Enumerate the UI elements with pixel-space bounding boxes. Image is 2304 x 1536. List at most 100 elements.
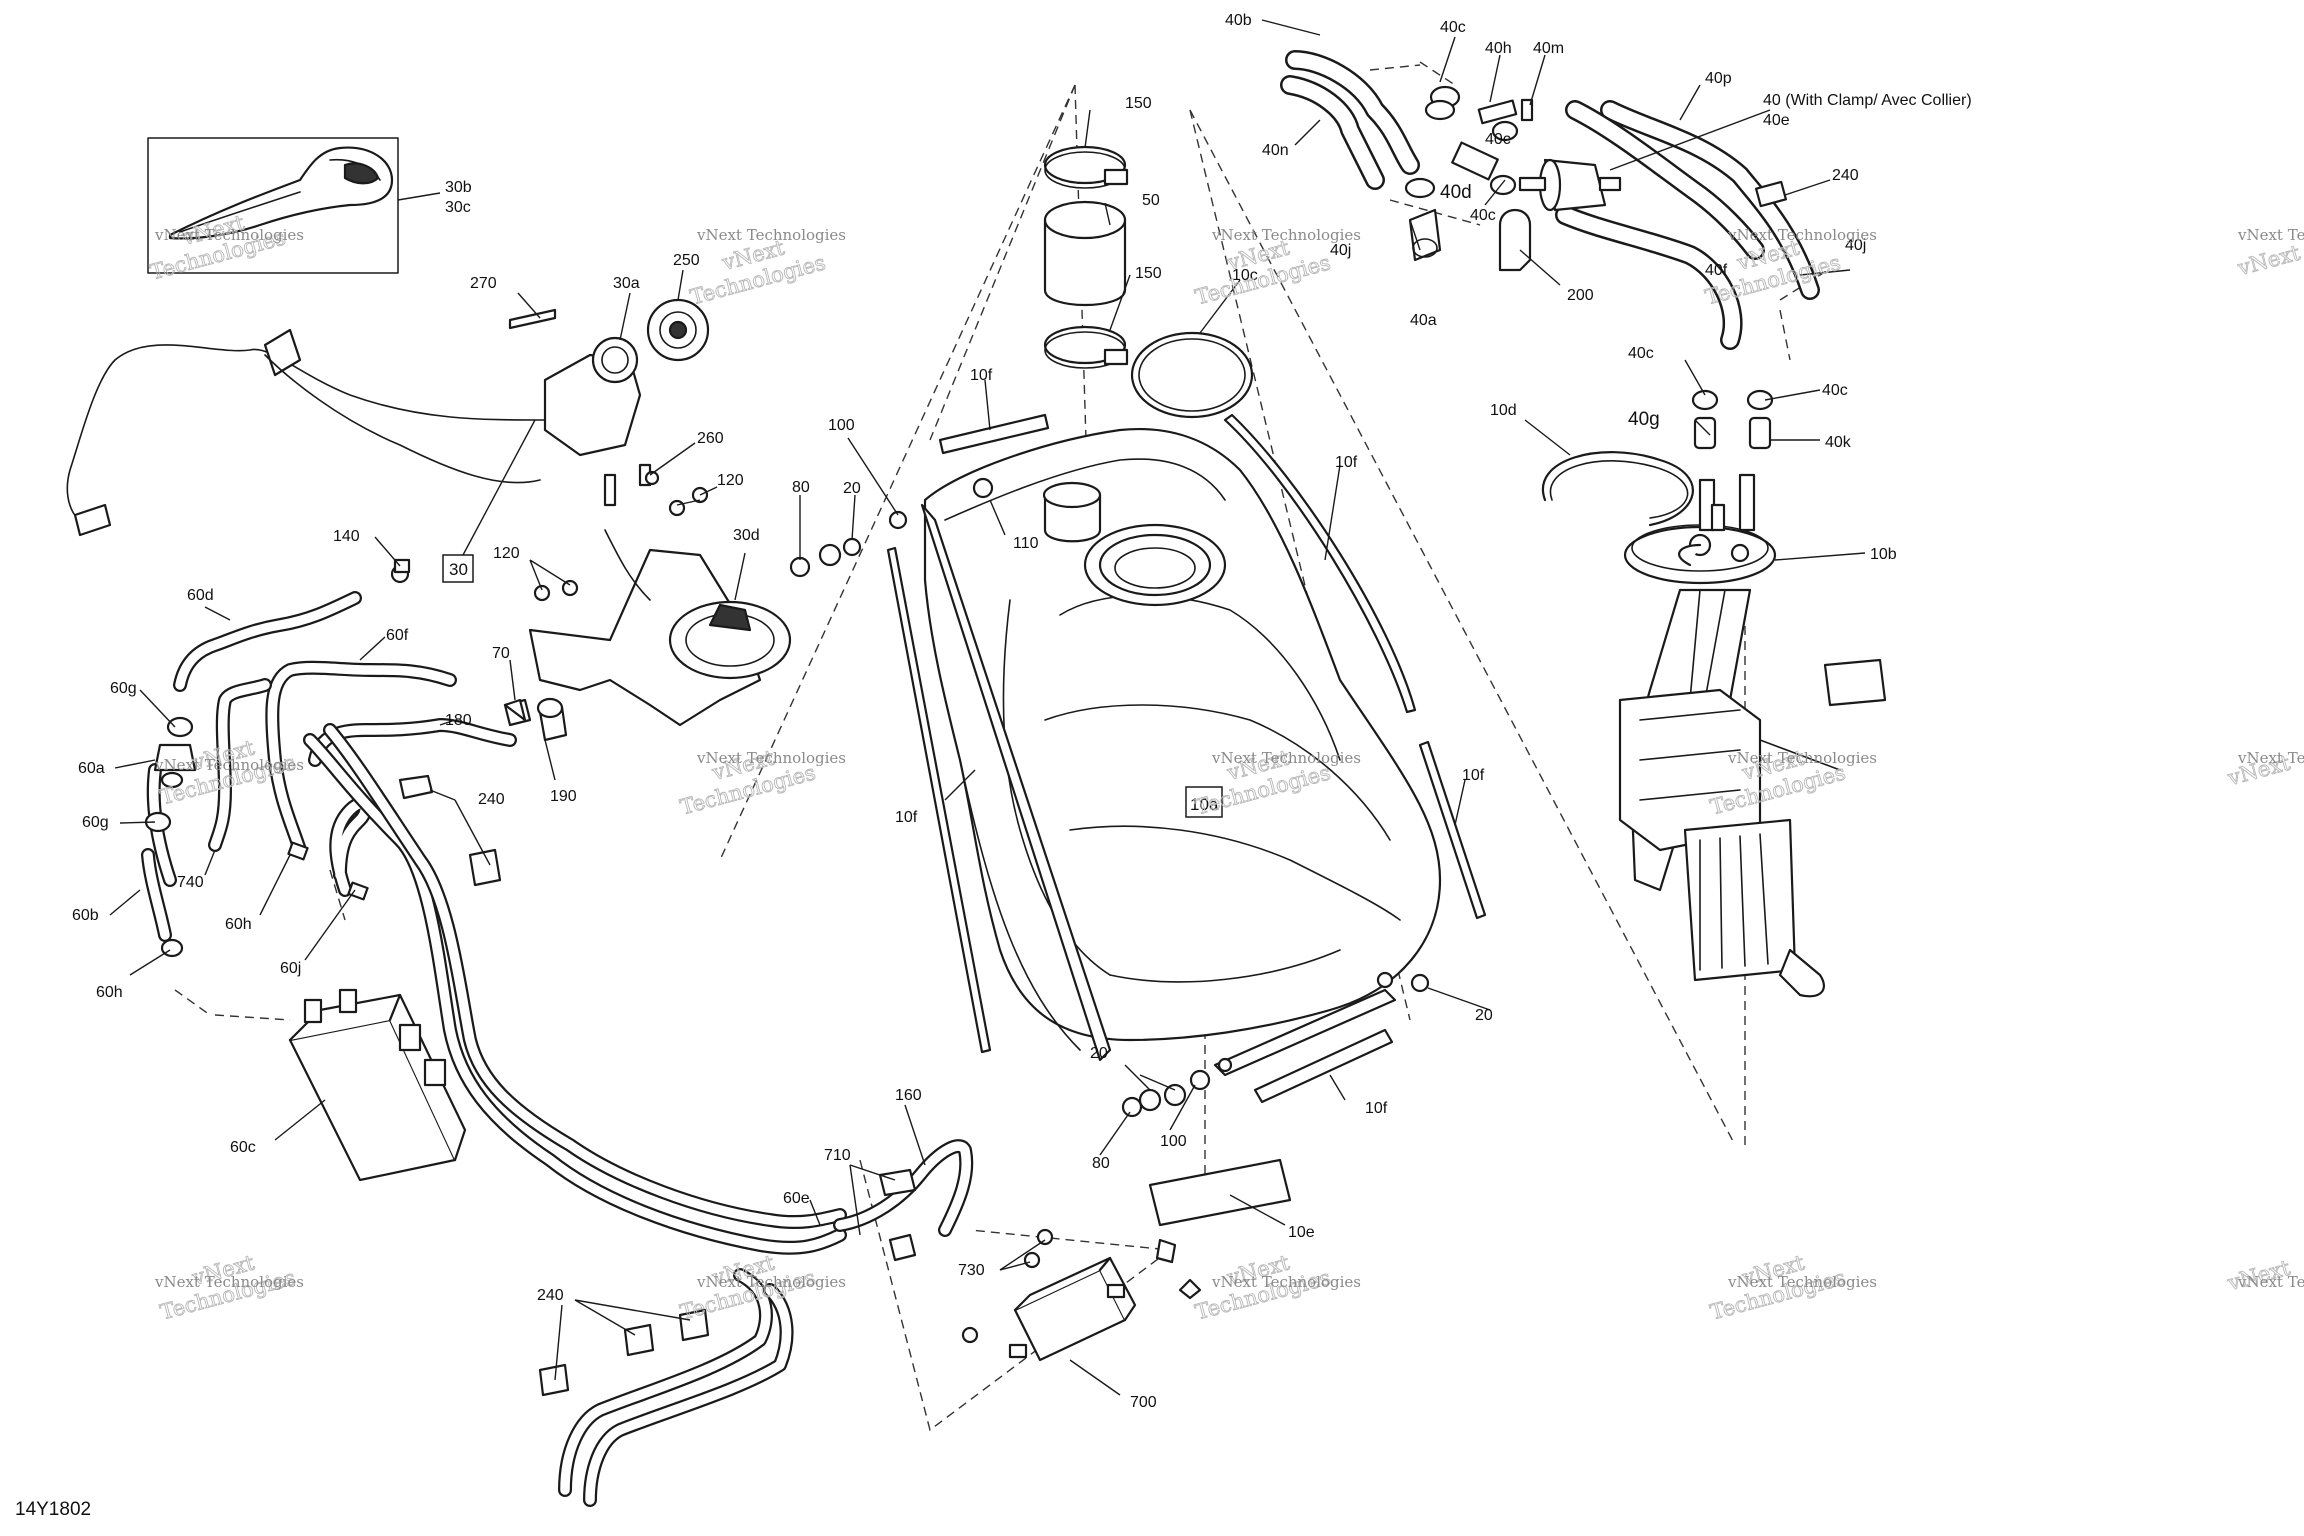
svg-text:vNext Technologies: vNext Technologies (1727, 1273, 1877, 1291)
svg-text:vNext Technologies: vNext Technologies (2237, 1273, 2304, 1291)
label-200: 200 (1567, 287, 1594, 304)
callout-labels: 40b 40c 40h 40m 40p 40 (With Clamp/ Avec… (72, 12, 1972, 1411)
label-700: 700 (1130, 1394, 1157, 1411)
label-10a: 10a (1190, 795, 1219, 814)
clamp-200 (1498, 209, 1532, 272)
label-160: 160 (895, 1087, 922, 1104)
figure-code: 14Y1802 (15, 1499, 91, 1520)
label-250: 250 (673, 252, 700, 269)
pad-10e (1148, 1158, 1292, 1227)
evap-hoses (141, 591, 974, 1507)
watermark-text: vNext Technologies (154, 226, 304, 244)
svg-text:vNext Technologies: vNext Technologies (696, 226, 846, 244)
svg-text:vNext Technologies: vNext Technologies (154, 756, 304, 774)
label-40f: 40f (1705, 262, 1728, 279)
label-30d: 30d (733, 527, 760, 544)
label-40g: 40g (1628, 409, 1660, 430)
label-40d: 40d (1440, 182, 1472, 203)
label-60b: 60b (72, 907, 99, 924)
foam-strips (886, 413, 1487, 1104)
label-150-a: 150 (1125, 95, 1152, 112)
fuel-filter-icon (1518, 158, 1622, 212)
label-180: 180 (445, 712, 472, 729)
label-110: 110 (1013, 535, 1039, 552)
label-240-a: 240 (1832, 167, 1859, 184)
label-40b: 40b (1225, 12, 1252, 29)
label-120-b: 120 (493, 545, 520, 562)
label-20-b: 20 (1475, 1007, 1493, 1024)
label-40-clamp: 40 (With Clamp/ Avec Collier) (1763, 92, 1972, 109)
label-40c-c: 40c (1470, 207, 1496, 224)
svg-text:vNext Technologies: vNext Technologies (1211, 1273, 1361, 1291)
label-150-b: 150 (1135, 265, 1162, 282)
ignition-bracket (528, 529, 792, 727)
label-60a: 60a (78, 760, 105, 777)
label-80-a: 80 (792, 479, 810, 496)
label-10d: 10d (1490, 402, 1517, 419)
label-240-c: 240 (537, 1287, 564, 1304)
label-40a: 40a (1410, 312, 1437, 329)
label-80-b: 80 (1092, 1155, 1110, 1172)
label-30: 30 (449, 560, 468, 579)
label-100-a: 100 (828, 417, 855, 434)
label-40c: 40c (1440, 19, 1466, 36)
label-40c-b: 40c (1485, 131, 1511, 148)
label-40j-b: 40j (1845, 237, 1866, 254)
key-fob-icon (147, 137, 399, 274)
label-60j: 60j (280, 960, 301, 977)
svg-text:vNext Technologies: vNext Technologies (1211, 226, 1361, 244)
label-10b: 10b (1870, 546, 1897, 563)
label-10c: 10c (1232, 267, 1258, 284)
solenoid-valve-icon (961, 1228, 1137, 1362)
label-60g-a: 60g (110, 680, 137, 697)
svg-text:vNext Technologies: vNext Technologies (2237, 749, 2304, 767)
label-10f-c: 10f (1462, 767, 1485, 784)
fuel-pump-module-icon (1618, 473, 1887, 998)
label-30b: 30b (445, 179, 472, 196)
label-40c-d: 40c (1628, 345, 1654, 362)
svg-text:vNext Technologies: vNext Technologies (1211, 749, 1361, 767)
label-40n: 40n (1262, 142, 1289, 159)
label-270: 270 (470, 275, 497, 292)
label-70: 70 (492, 645, 510, 662)
label-40e: 40e (1763, 112, 1790, 129)
label-40m: 40m (1533, 40, 1564, 57)
label-10f-b: 10f (1335, 454, 1358, 471)
label-10e: 10e (1288, 1224, 1315, 1241)
label-260: 260 (697, 430, 724, 447)
label-20-c: 20 (1090, 1045, 1108, 1062)
label-40j: 40j (1330, 242, 1351, 259)
fuel-fittings-top (1404, 85, 1787, 450)
fuel-hoses-top (1280, 50, 1820, 350)
label-120-a: 120 (717, 472, 744, 489)
label-40c-e: 40c (1822, 382, 1848, 399)
label-60h-a: 60h (225, 916, 252, 933)
label-190: 190 (550, 788, 577, 805)
label-40p: 40p (1705, 70, 1732, 87)
label-60g-b: 60g (82, 814, 109, 831)
fuel-tank-icon (920, 428, 1442, 1077)
svg-text:vNext: vNext (2235, 241, 2304, 281)
label-20-a: 20 (843, 480, 861, 497)
label-240-b: 240 (478, 791, 505, 808)
svg-text:vNext Technologies: vNext Technologies (1727, 226, 1877, 244)
label-60e: 60e (783, 1190, 810, 1207)
svg-text:vNext Technologies: vNext Technologies (1727, 749, 1877, 767)
label-50: 50 (1142, 192, 1160, 209)
evap-canister-icon (288, 988, 467, 1182)
label-730: 730 (958, 1262, 985, 1279)
svg-text:vNext Technologies: vNext Technologies (696, 1273, 846, 1291)
svg-text:vNext Technologies: vNext Technologies (154, 1273, 304, 1291)
label-40k: 40k (1825, 434, 1852, 451)
label-40h: 40h (1485, 40, 1512, 57)
leader-lines (109, 19, 1866, 1396)
label-60c: 60c (230, 1139, 256, 1156)
retaining-ring-inner (1549, 460, 1689, 519)
ignition-switch-icon (66, 298, 710, 537)
retaining-ring (1541, 451, 1694, 527)
label-60d: 60d (187, 587, 214, 604)
label-100-b: 100 (1160, 1133, 1187, 1150)
label-740: 740 (177, 874, 204, 891)
label-10f-a: 10f (970, 367, 993, 384)
